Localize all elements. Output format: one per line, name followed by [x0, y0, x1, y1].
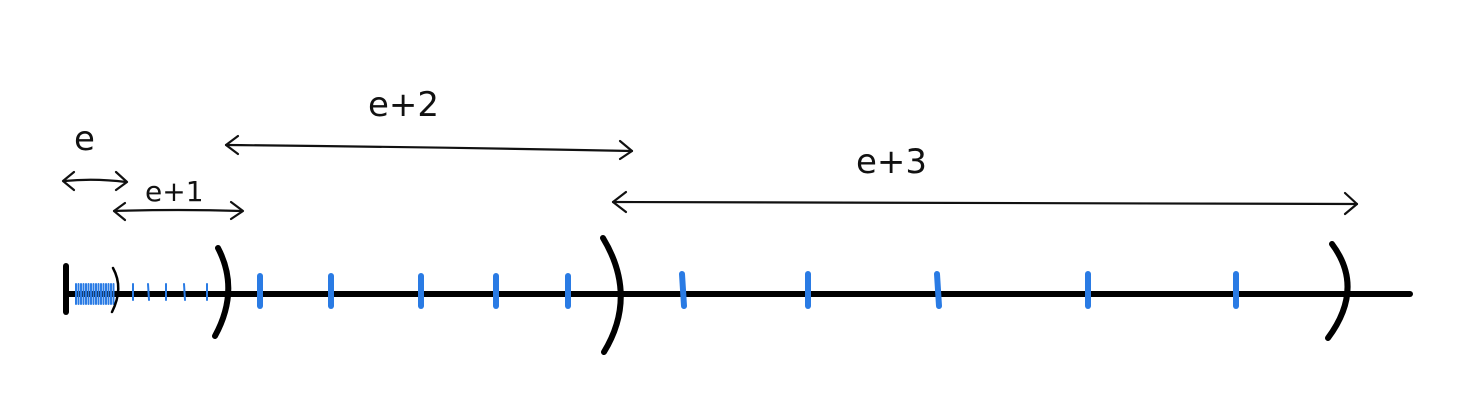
arrow-e-plus-3: [611, 190, 1359, 216]
ticks-group-e-plus-2: [257, 273, 571, 309]
arrow-e-plus-2: [224, 134, 634, 161]
bracket-e-plus-3-end: [1325, 241, 1351, 341]
bracket-e-end: [110, 266, 120, 314]
ticks-group-e-plus-1: [132, 283, 208, 301]
label-e-plus-1: e+1: [145, 175, 204, 208]
arrow-e-plus-1: [112, 200, 245, 222]
bracket-e-plus-2-end: [600, 235, 624, 355]
arrow-e: [61, 170, 129, 192]
dense-ticks-group: [75, 283, 115, 305]
tick-e-plus-1: [183, 283, 186, 301]
label-e-plus-2: e+2: [368, 85, 439, 125]
label-e: e: [74, 119, 95, 159]
tick-e-plus-1: [147, 283, 150, 301]
ticks-group-e-plus-3: [679, 271, 1239, 309]
bracket-e-plus-1-end: [212, 245, 232, 339]
tick-e-plus-3: [679, 271, 687, 309]
tick-e-plus-3: [934, 271, 942, 309]
label-e-plus-3: e+3: [856, 142, 927, 182]
